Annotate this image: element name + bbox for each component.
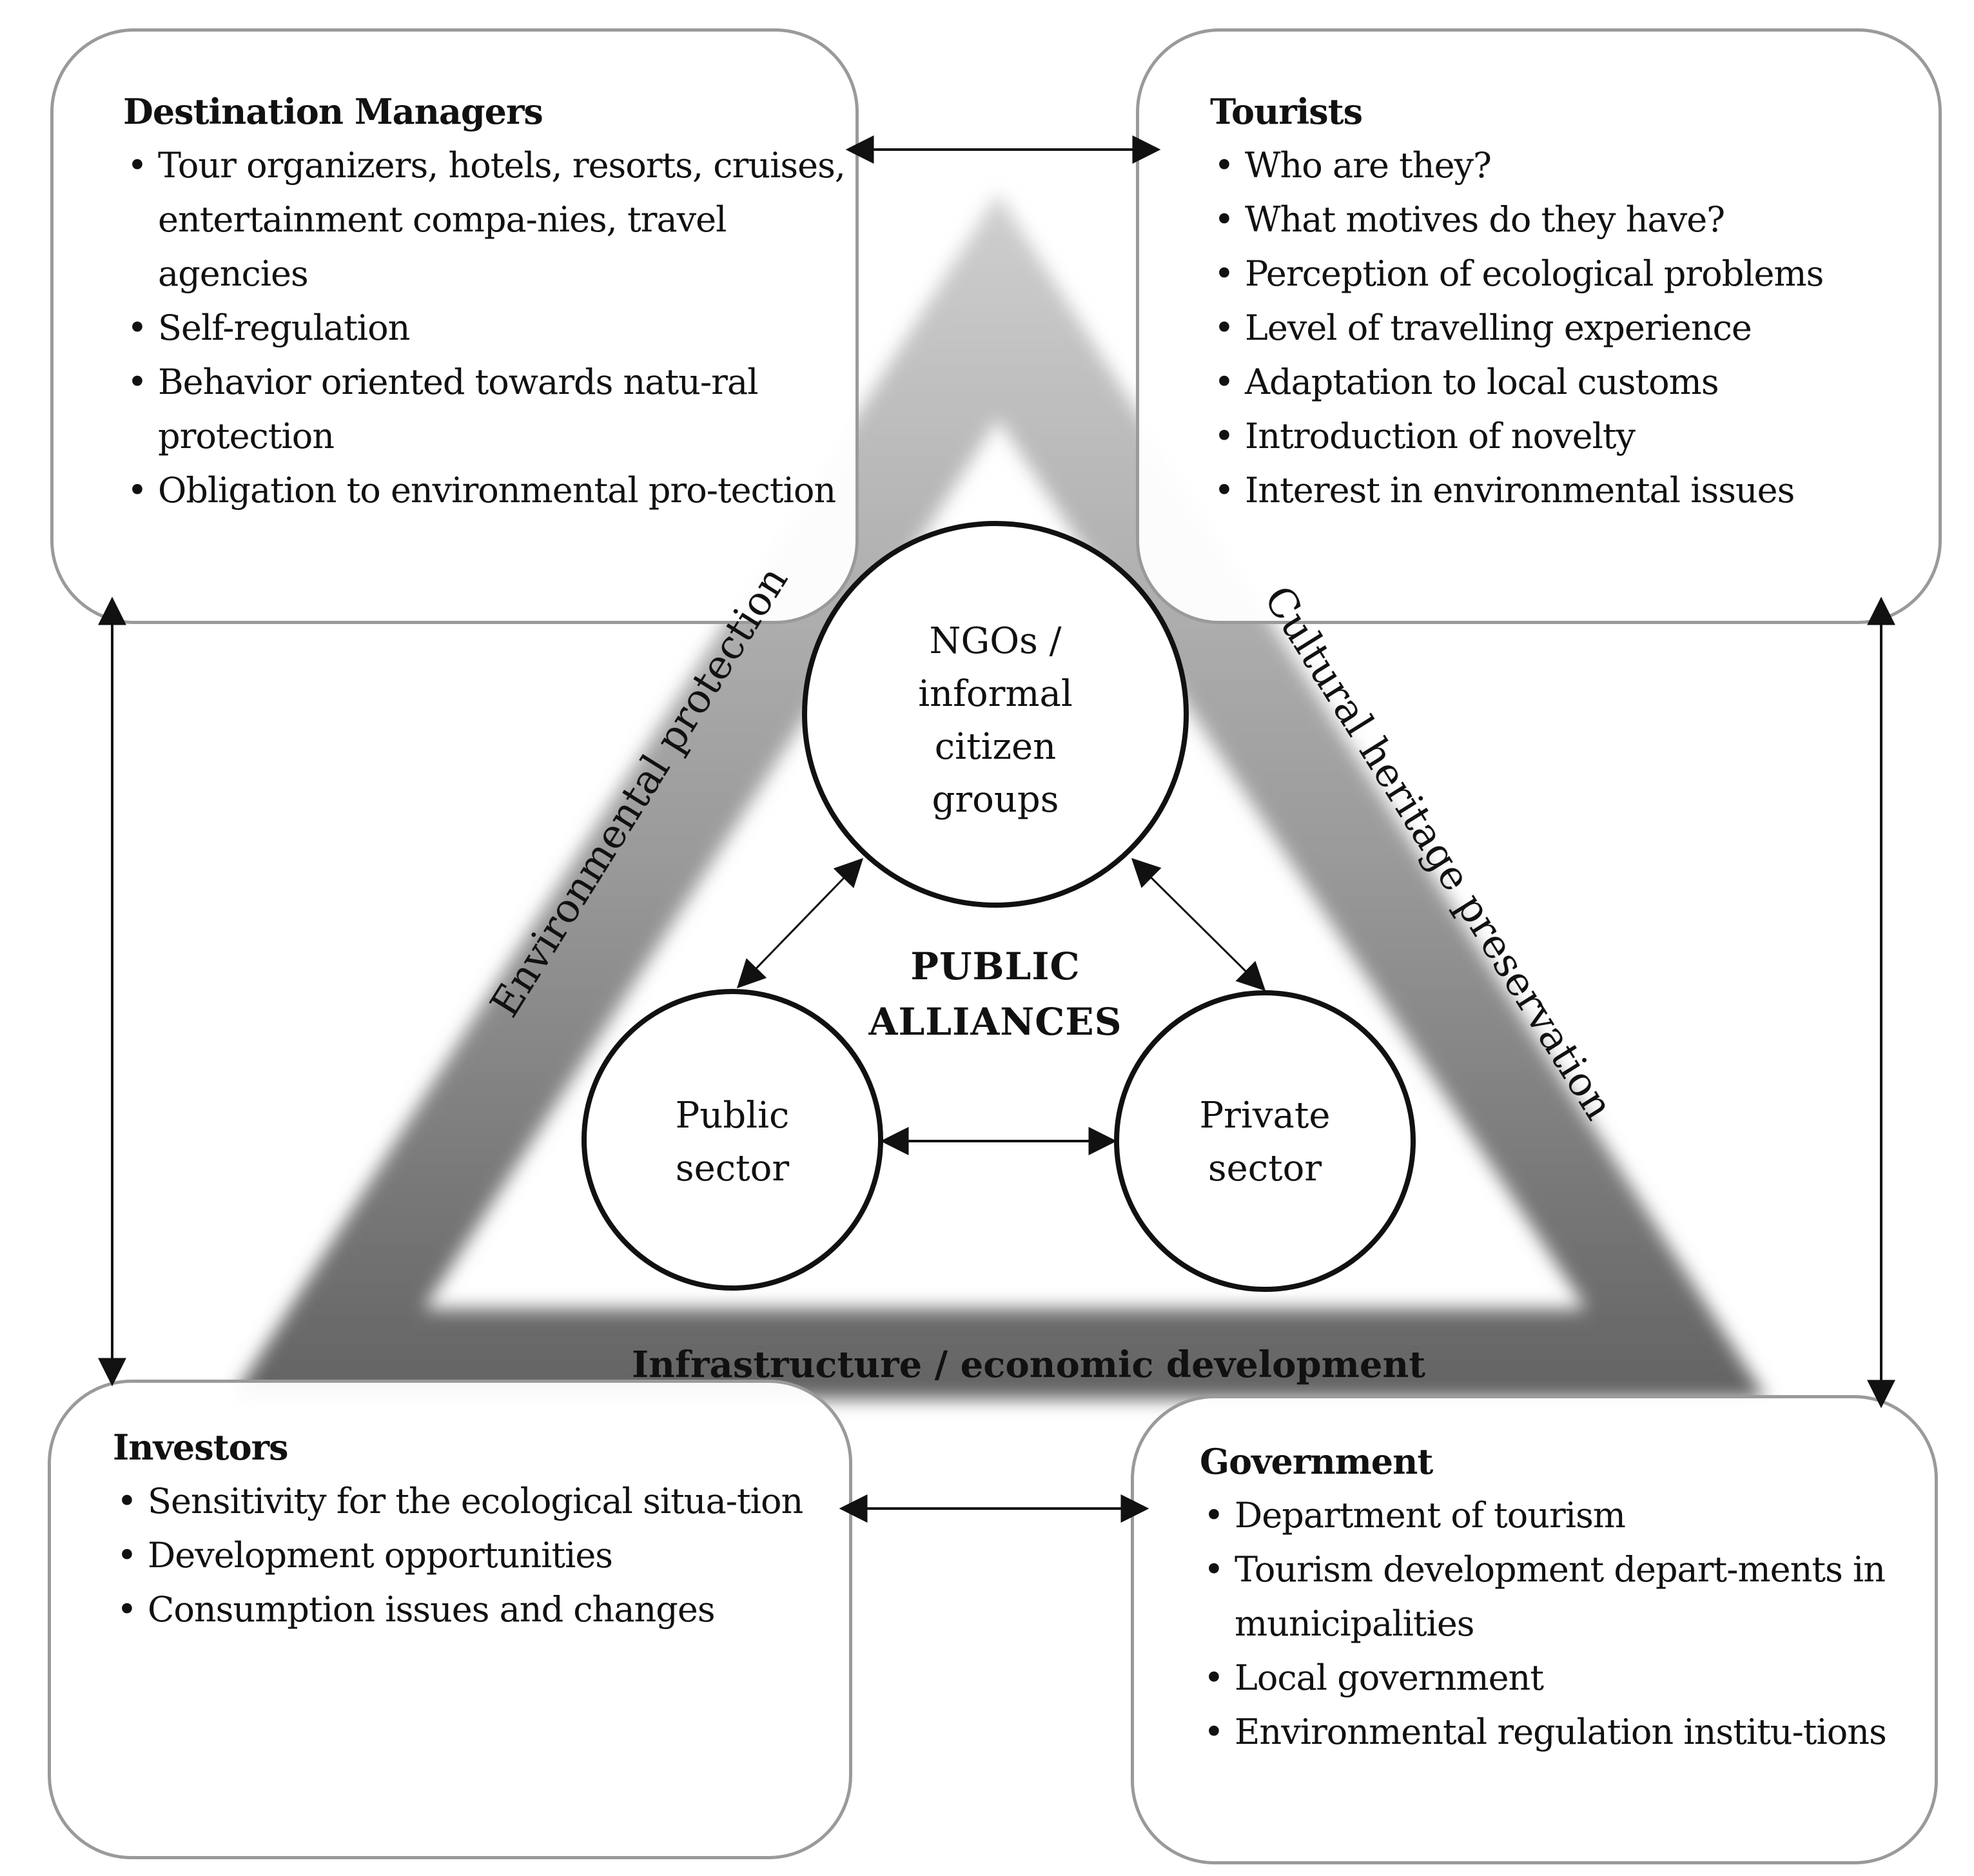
private-sector-label: Private sector (1168, 1089, 1362, 1195)
list-item: Department of tourism (1200, 1489, 1935, 1543)
list-item: What motives do they have? (1210, 193, 1945, 247)
list-item: Environmental regulation institu-tions (1200, 1705, 1935, 1759)
destination-managers-box: Destination Managers Tour organizers, ho… (50, 28, 859, 624)
public-alliances-line: PUBLIC (910, 944, 1080, 988)
list-item: Tourism development depart-ments in muni… (1200, 1543, 1935, 1651)
public-sector-label-line: sector (675, 1148, 790, 1189)
list-item: Introduction of novelty (1210, 409, 1945, 464)
list-item: Consumption issues and changes (113, 1583, 848, 1637)
destination-managers-title: Destination Managers (123, 91, 543, 132)
list-item: Behavior oriented towards natu-ral prote… (123, 355, 858, 464)
destination-managers-list: Tour organizers, hotels, resorts, cruise… (123, 139, 858, 518)
government-list: Department of tourism Tourism developmen… (1200, 1489, 1935, 1759)
tourists-title: Tourists (1210, 91, 1363, 132)
list-item: Obligation to environmental pro-tection (123, 464, 858, 518)
list-item: Tour organizers, hotels, resorts, cruise… (123, 139, 858, 301)
arrow-ngo-private (1131, 857, 1266, 992)
public-sector-label: Public sector (636, 1089, 829, 1195)
ngo-label-line: citizen (934, 726, 1057, 768)
list-item: Self-regulation (123, 301, 858, 355)
ngo-label-line: informal (918, 673, 1073, 715)
investors-list: Sensitivity for the ecological situa-tio… (113, 1474, 848, 1637)
government-title: Government (1200, 1441, 1433, 1482)
list-item: Sensitivity for the ecological situa-tio… (113, 1474, 848, 1529)
infrastructure-label: Infrastructure / economic development (632, 1343, 1426, 1386)
ngo-circle (802, 521, 1189, 908)
ngo-label: NGOs / informal citizen groups (866, 615, 1124, 826)
private-sector-label-line: Private (1199, 1095, 1331, 1137)
private-sector-label-line: sector (1207, 1148, 1322, 1189)
list-item: Perception of ecological problems (1210, 247, 1945, 301)
ngo-label-line: groups (932, 779, 1059, 821)
list-item: Adaptation to local customs (1210, 355, 1945, 409)
tourists-box: Tourists Who are they? What motives do t… (1136, 28, 1942, 624)
public-sector-label-line: Public (675, 1095, 790, 1137)
investors-box: Investors Sensitivity for the ecological… (48, 1380, 852, 1859)
list-item: Development opportunities (113, 1529, 848, 1583)
tourists-list: Who are they? What motives do they have?… (1210, 139, 1945, 518)
public-alliances-line: ALLIANCES (868, 1000, 1122, 1044)
investors-title: Investors (113, 1427, 288, 1468)
triangle-band (232, 193, 1766, 1399)
arrow-ngo-public (736, 857, 864, 989)
list-item: Level of travelling experience (1210, 301, 1945, 355)
government-box: Government Department of tourism Tourism… (1131, 1395, 1938, 1864)
list-item: Local government (1200, 1651, 1935, 1705)
list-item: Interest in environmental issues (1210, 464, 1945, 518)
ngo-label-line: NGOs / (929, 620, 1062, 662)
list-item: Who are they? (1210, 139, 1945, 193)
public-alliances-label: PUBLIC ALLIANCES (834, 939, 1157, 1050)
